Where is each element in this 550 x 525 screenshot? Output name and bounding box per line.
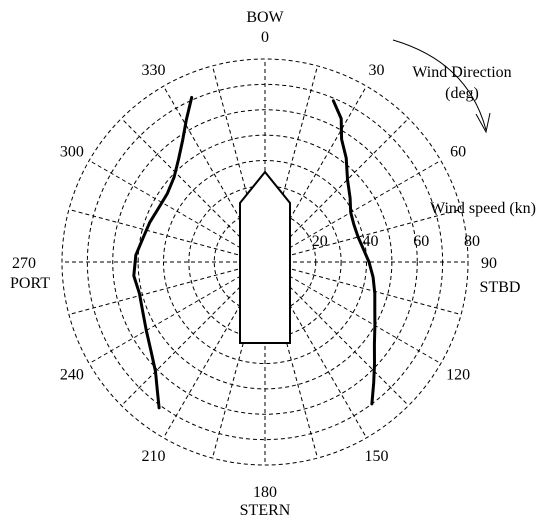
ship-hull (239, 170, 291, 344)
series-curve-2 (132, 95, 194, 410)
vessel-outline (239, 170, 291, 344)
angle-tick-0: 0 (261, 29, 269, 46)
angle-tick-60: 60 (450, 144, 466, 161)
radial-tick-20: 20 (312, 233, 328, 250)
grid-spoke-165 (264, 261, 319, 459)
radial-tick-60: 60 (413, 233, 429, 250)
angle-tick-240: 240 (60, 367, 84, 384)
grid-spoke-210 (163, 261, 266, 439)
grid-spoke-150 (264, 261, 367, 439)
polar-grid (61, 58, 469, 466)
angle-tick-30: 30 (369, 62, 385, 79)
grid-ring-80 (61, 58, 469, 466)
grid-spoke-135 (264, 261, 409, 406)
grid-spoke-315 (121, 118, 266, 263)
angle-tick-180: 180 (253, 484, 277, 501)
radial-axis-title: Wind speed (kn) (430, 200, 536, 217)
angle-sublabel-270: PORT (10, 275, 50, 292)
angle-tick-90: 90 (481, 255, 497, 272)
angle-sublabel-0: BOW (246, 9, 284, 26)
grid-spoke-60 (264, 160, 442, 263)
angle-tick-330: 330 (142, 62, 166, 79)
grid-spoke-120 (264, 261, 442, 364)
grid-spoke-330 (163, 85, 266, 263)
grid-spoke-240 (88, 261, 266, 364)
arrowhead-icon (475, 112, 491, 134)
grid-spoke-225 (121, 261, 266, 406)
angle-axis-title: Wind Direction (deg) (392, 39, 512, 134)
grid-spoke-30 (264, 85, 367, 263)
grid-ring-60 (112, 109, 418, 415)
angle-tick-120: 120 (446, 367, 470, 384)
grid-spoke-15 (264, 65, 319, 263)
angle-axis-title-line-2: (deg) (445, 85, 479, 102)
grid-spoke-75 (264, 208, 462, 263)
grid-spoke-345 (211, 65, 266, 263)
grid-spoke-255 (68, 261, 266, 316)
wind-limit-curves (132, 95, 377, 410)
angle-sublabel-90: STBD (480, 279, 521, 296)
angle-tick-150: 150 (365, 448, 389, 465)
angle-tick-210: 210 (142, 448, 166, 465)
angle-axis-title-line-1: Wind Direction (412, 64, 511, 81)
angle-tick-300: 300 (60, 144, 84, 161)
grid-spoke-285 (68, 208, 266, 263)
grid-spoke-105 (264, 261, 462, 316)
grid-spoke-45 (264, 118, 409, 263)
grid-spoke-195 (211, 261, 266, 459)
radial-tick-40: 40 (363, 233, 379, 250)
series-curve-1 (331, 99, 377, 406)
grid-spoke-300 (88, 160, 266, 263)
angle-tick-270: 270 (12, 255, 36, 272)
wind-direction-arrow-icon (392, 39, 487, 131)
radial-tick-80: 80 (464, 233, 480, 250)
angle-sublabel-180: STERN (240, 502, 291, 519)
